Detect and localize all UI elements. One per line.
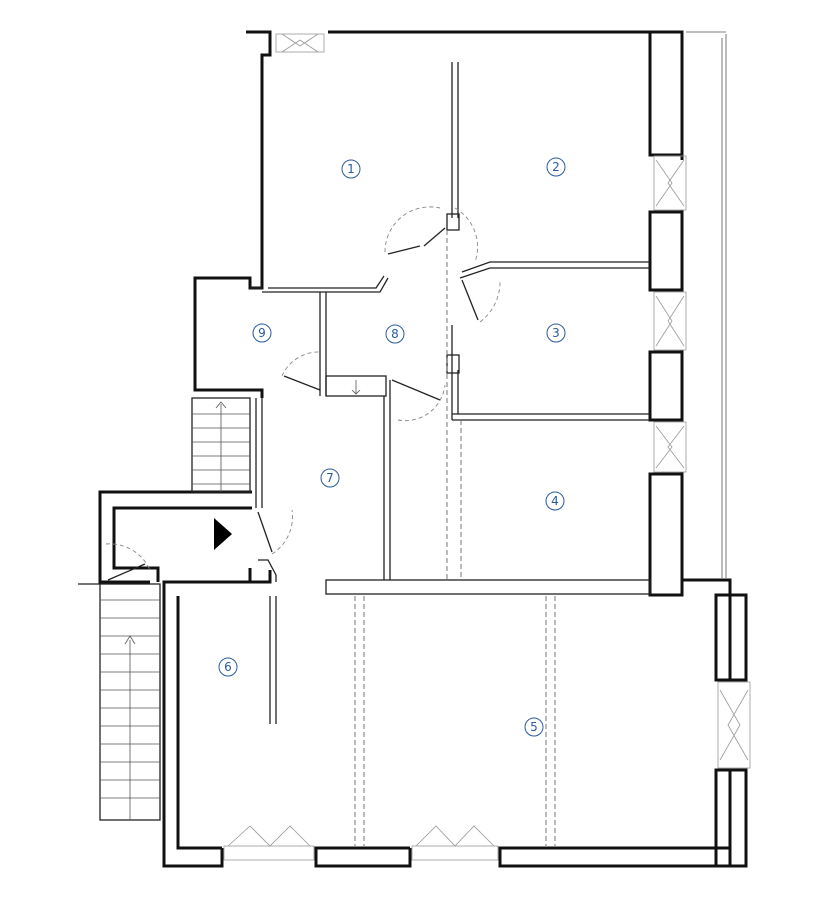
outer-wall-top-right: [328, 30, 684, 160]
door-7-leaf: [257, 511, 273, 553]
room-label-8: 8: [385, 324, 405, 344]
vestibule-wall-inner: [112, 506, 252, 582]
door-9-leaf: [283, 375, 321, 391]
room-label-5: 5: [524, 717, 544, 737]
room-number-1: 1: [347, 162, 355, 176]
wall-pier-4: [648, 472, 684, 597]
outer-walls: [98, 30, 732, 868]
room-number-6: 6: [224, 660, 232, 674]
door-entry-leaf: [107, 563, 146, 581]
room-label-4: 4: [545, 491, 565, 511]
vestibule-wall: [98, 490, 252, 584]
window-room5-right: [717, 681, 751, 769]
door-7-swing: [271, 509, 293, 555]
room-label-9: 9: [252, 323, 272, 343]
room-label-2: 2: [546, 157, 566, 177]
room-number-9: 9: [258, 326, 266, 340]
wall-pier-3: [648, 350, 684, 422]
room-label-7: 7: [320, 468, 340, 488]
room-labels: 1 2 3 4 5 6 7 8: [218, 157, 566, 737]
doors: [105, 206, 501, 581]
wall-pier-6: [714, 768, 748, 868]
room-label-6: 6: [218, 657, 238, 677]
door-9-swing: [281, 351, 321, 377]
wall-1-bottom-b: [268, 275, 385, 289]
outer-wall-right-4: [498, 770, 732, 868]
wall-1-bottom: [262, 277, 389, 293]
dashed-lines: [354, 230, 556, 846]
outer-wall-bottom-2: [162, 570, 272, 868]
outer-wall-right-3: [680, 472, 732, 680]
room-number-2: 2: [552, 160, 560, 174]
chimney-2: [446, 354, 460, 374]
room-number-7: 7: [326, 471, 334, 485]
door-8-leaf: [391, 379, 441, 401]
right-thick-walls: [648, 30, 748, 868]
room-number-3: 3: [552, 326, 560, 340]
wall-pier-1: [648, 30, 684, 157]
window-room6-bottom: [223, 825, 315, 861]
windows: [223, 33, 751, 861]
room-number-4: 4: [551, 494, 559, 508]
door-8-swing: [397, 384, 446, 422]
wall-4-5: [325, 579, 651, 595]
window-top: [275, 33, 325, 53]
stairs-lower: [78, 583, 161, 821]
door-3-leaf: [461, 279, 479, 321]
room-number-8: 8: [391, 327, 399, 341]
window-room3: [653, 291, 687, 351]
window-room4: [653, 421, 687, 473]
door-3-swing: [479, 281, 501, 323]
entrance-arrow-icon: [214, 518, 232, 550]
door-1-swing: [384, 206, 441, 253]
wall-2-3: [461, 261, 650, 273]
interior-walls: [250, 62, 651, 724]
outer-wall-top: [193, 30, 272, 398]
stairs-upper: [191, 397, 251, 493]
door-1-leaf: [423, 227, 446, 247]
door-1-leaf-b: [387, 245, 421, 255]
chimney-1: [446, 213, 460, 231]
closet-8: [325, 375, 387, 397]
wall-2-3b: [459, 267, 650, 279]
window-room5-bottom: [411, 825, 499, 861]
wall-pier-2: [648, 210, 684, 292]
outer-wall-bottom-1: [314, 846, 412, 868]
wall-pier-5: [714, 593, 748, 682]
closet-8-arrowhead: [351, 389, 361, 395]
door-1-swing-b: [454, 207, 479, 263]
outer-wall-room6-inner: [176, 596, 222, 850]
wall-entry-jamb: [258, 559, 277, 582]
room-label-3: 3: [546, 323, 566, 343]
room-number-5: 5: [530, 720, 538, 734]
room-label-1: 1: [341, 159, 361, 179]
window-room2: [653, 155, 687, 211]
